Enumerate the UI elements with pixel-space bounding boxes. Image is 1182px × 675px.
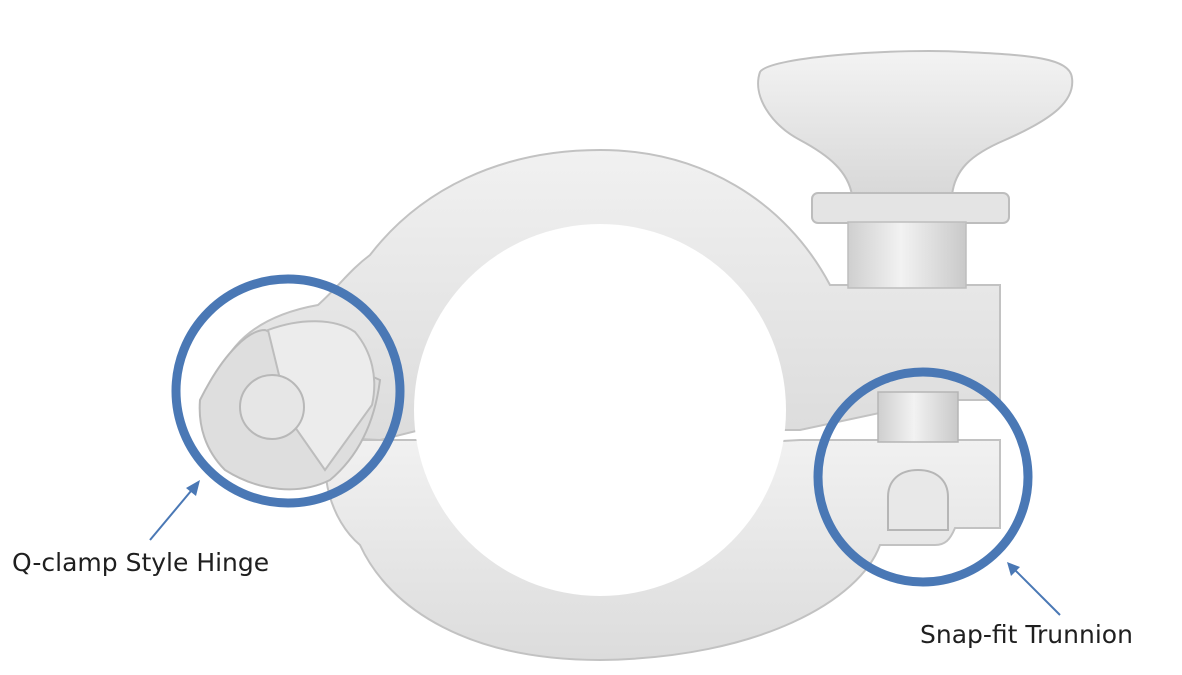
threaded-rod bbox=[878, 392, 958, 442]
trunnion-callout-label: Snap-fit Trunnion bbox=[920, 622, 1133, 647]
trunnion-leader-arrow bbox=[1007, 562, 1060, 615]
thumb-screw-collar bbox=[812, 193, 1009, 223]
hinge-pin bbox=[240, 375, 304, 439]
thumb-screw-knob bbox=[758, 51, 1072, 195]
hinge-callout-label: Q-clamp Style Hinge bbox=[12, 550, 269, 575]
lower-clamp-arm bbox=[325, 440, 1000, 660]
hinge-leader-arrow bbox=[150, 480, 200, 540]
trunnion-pin bbox=[888, 470, 948, 530]
thumb-screw-shaft bbox=[848, 222, 966, 288]
